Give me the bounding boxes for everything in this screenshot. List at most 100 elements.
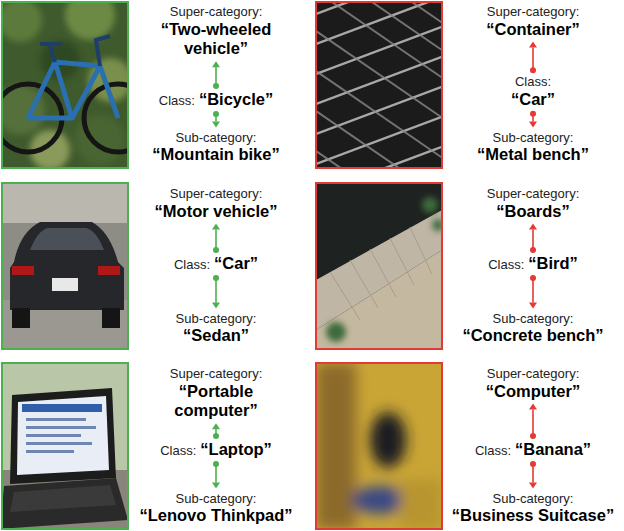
hierarchy-arrow xyxy=(212,423,220,439)
laptop-photo xyxy=(2,363,128,529)
level-label: Class: xyxy=(515,74,551,90)
hierarchy-arrow xyxy=(529,111,537,128)
sub-category-node: Sub-category:“Concrete bench” xyxy=(447,311,619,346)
super-category-node: Super-category:“Two-wheeled vehicle” xyxy=(141,4,291,59)
arrow-origin-dot xyxy=(530,433,536,439)
arrow-shaft xyxy=(532,47,534,70)
level-label: Super-category: xyxy=(141,186,291,202)
arrow-head xyxy=(212,61,220,67)
category-name: “Container” xyxy=(447,20,619,40)
category-name: “Motor vehicle” xyxy=(141,202,291,222)
class-node: Class:“Car” xyxy=(131,254,301,274)
arrow-origin-dot xyxy=(213,433,219,439)
arrow-head xyxy=(212,303,220,309)
super-category-node: Super-category:“Motor vehicle” xyxy=(141,186,291,221)
arrow-head xyxy=(212,483,220,489)
level-label: Sub-category: xyxy=(447,311,619,327)
hierarchy-arrow xyxy=(212,461,220,489)
arrow-origin-dot xyxy=(213,461,219,467)
level-label: Sub-category: xyxy=(447,491,619,507)
level-label: Sub-category: xyxy=(128,130,304,146)
level-label: Class: xyxy=(174,257,210,273)
class-line: Class:“Bicycle” xyxy=(131,90,301,110)
class-node: Class:“Bicycle” xyxy=(131,90,301,110)
hierarchy-arrow xyxy=(212,61,220,89)
category-name: “Laptop” xyxy=(200,440,272,460)
arrow-shaft xyxy=(215,229,217,250)
level-label: Super-category: xyxy=(141,4,291,20)
category-name: “Lenovo Thinkpad” xyxy=(139,506,292,526)
arrow-origin-dot xyxy=(213,83,219,89)
arrow-origin-dot xyxy=(530,461,536,467)
super-category-node: Super-category:“Container” xyxy=(447,4,619,39)
hierarchy-arrow xyxy=(529,403,537,439)
arrow-shaft xyxy=(532,278,534,303)
class-node: Class:“Bird” xyxy=(447,254,619,274)
category-name: “Metal bench” xyxy=(477,145,589,165)
sub-category-node: Sub-category:“Metal bench” xyxy=(447,130,619,165)
arrow-origin-dot xyxy=(213,111,219,117)
sub-category-node: Sub-category:“Business Suitcase” xyxy=(447,491,619,526)
panel-border xyxy=(316,363,442,529)
level-label: Class: xyxy=(160,443,196,459)
arrow-head xyxy=(529,403,537,409)
arrow-head xyxy=(529,483,537,489)
sub-category-node: Sub-category:“Mountain bike” xyxy=(128,130,304,165)
level-label: Super-category: xyxy=(447,366,619,382)
panel-border xyxy=(2,2,128,168)
arrow-origin-dot xyxy=(213,247,219,253)
hierarchy-arrow xyxy=(529,461,537,489)
level-label: Class: xyxy=(488,257,524,273)
blurry-photo xyxy=(316,363,442,529)
category-name: “Mountain bike” xyxy=(152,145,279,165)
arrow-head xyxy=(529,122,537,128)
panel-border xyxy=(2,363,128,529)
bicycle-photo xyxy=(2,2,128,168)
sub-category-node: Sub-category:“Lenovo Thinkpad” xyxy=(128,491,304,526)
class-line: Class:“Bird” xyxy=(447,254,619,274)
category-name: “Computer” xyxy=(447,382,619,402)
hierarchy-arrow xyxy=(212,223,220,253)
category-name: “Bicycle” xyxy=(199,90,273,110)
hierarchy-arrow xyxy=(212,111,220,128)
arrow-origin-dot xyxy=(530,67,536,73)
level-label: Super-category: xyxy=(447,186,619,202)
category-name: “Concrete bench” xyxy=(462,326,603,346)
category-name: “Business Suitcase” xyxy=(452,506,614,526)
level-label: Sub-category: xyxy=(128,491,304,507)
arrow-origin-dot xyxy=(213,275,219,281)
grid-photo xyxy=(316,2,442,168)
category-name: “Portable computer” xyxy=(141,382,291,422)
arrow-origin-dot xyxy=(530,111,536,117)
arrow-head xyxy=(212,423,220,429)
level-label: Sub-category: xyxy=(128,311,304,327)
arrow-head xyxy=(529,41,537,47)
super-category-node: Super-category:“Portable computer” xyxy=(141,366,291,421)
arrow-origin-dot xyxy=(530,275,536,281)
category-name: “Two-wheeled vehicle” xyxy=(141,20,291,60)
hierarchy-arrow xyxy=(529,41,537,73)
class-node: Class:“Laptop” xyxy=(131,440,301,460)
arrow-shaft xyxy=(532,229,534,250)
class-line: Class:“Laptop” xyxy=(131,440,301,460)
class-line: Class:“Car” xyxy=(131,254,301,274)
panel-border xyxy=(316,183,442,349)
category-name: “Banana” xyxy=(515,440,591,460)
super-category-node: Super-category:“Boards” xyxy=(447,186,619,221)
arrow-origin-dot xyxy=(530,247,536,253)
class-line: Class:“Car” xyxy=(483,74,583,109)
hierarchy-arrow xyxy=(529,223,537,253)
class-node: Class:“Car” xyxy=(483,74,583,109)
arrow-head xyxy=(212,122,220,128)
arrow-head xyxy=(212,223,220,229)
category-name: “Boards” xyxy=(447,202,619,222)
level-label: Sub-category: xyxy=(447,130,619,146)
arrow-head xyxy=(529,303,537,309)
level-label: Super-category: xyxy=(141,366,291,382)
car-photo xyxy=(2,183,128,349)
arrow-shaft xyxy=(215,278,217,303)
category-name: “Car” xyxy=(511,90,555,110)
panel-border xyxy=(2,183,128,349)
category-name: “Bird” xyxy=(528,254,578,274)
panel-border xyxy=(316,2,442,168)
